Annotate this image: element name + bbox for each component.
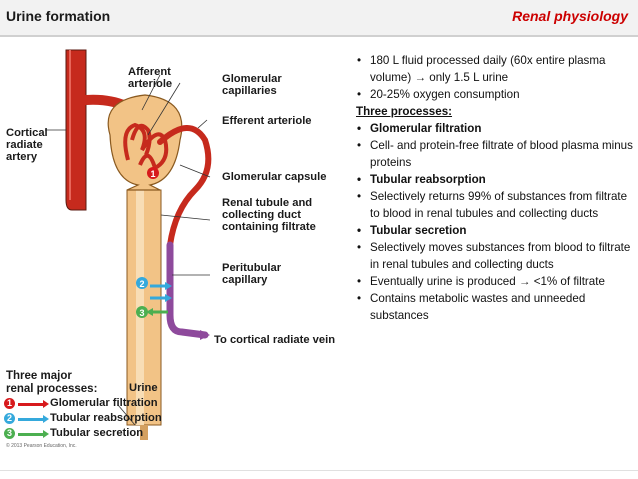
label-cortical-radiate-artery: Cortical radiate artery (6, 127, 48, 163)
legend-label-filtration: Glomerular filtration (50, 397, 158, 409)
legend-badge-2: 2 (4, 413, 15, 424)
bullet-item: Cell- and protein-free filtrate of blood… (356, 137, 634, 171)
legend-arrow-green (18, 430, 49, 438)
label-renal-tubule: Renal tubule and collecting duct contain… (222, 197, 316, 233)
bullet-item-bold: Glomerular filtration (356, 120, 634, 137)
label-urine: Urine (129, 382, 158, 394)
label-to-cortical-radiate-vein: To cortical radiate vein (214, 334, 336, 346)
label-peritubular-capillary: Peritubular capillary (222, 262, 282, 286)
svg-text:1: 1 (150, 169, 155, 179)
nephron-diagram: 1 2 3 Afferent arteriole Glomerular capi… (0, 40, 355, 460)
label-efferent-arteriole: Efferent arteriole (222, 115, 312, 127)
bullet-item: Contains metabolic wastes and unneeded s… (356, 290, 634, 324)
slide-subject: Renal physiology (512, 8, 628, 24)
legend-arrow-blue (18, 415, 49, 423)
bullet-item: 180 L fluid processed daily (60x entire … (356, 52, 634, 86)
bullet-item-bold: Tubular reabsorption (356, 171, 634, 188)
label-glomerular-capillaries: Glomerular capillaries (222, 73, 282, 97)
legend-title: Three major renal processes: (6, 370, 98, 395)
legend-label-reabsorption: Tubular reabsorption (50, 412, 162, 424)
legend-badge-3: 3 (4, 428, 15, 439)
bullet-item: Eventually urine is produced → <1% of fi… (356, 273, 634, 290)
label-glomerular-capsule: Glomerular capsule (222, 171, 327, 183)
bullet-item-bold: Tubular secretion (356, 222, 634, 239)
svg-text:2: 2 (139, 279, 144, 289)
bullet-item: Selectively returns 99% of substances fr… (356, 188, 634, 222)
efferent-arteriole (157, 125, 212, 248)
peritubular-capillary (166, 241, 209, 339)
legend-arrow-red (18, 400, 49, 408)
slide-header: Urine formation Renal physiology (0, 0, 638, 35)
bullet-list: 180 L fluid processed daily (60x entire … (356, 52, 634, 324)
svg-text:3: 3 (139, 308, 144, 318)
glomerulus (123, 122, 169, 171)
footer-divider (0, 470, 638, 471)
copyright-text: © 2013 Pearson Education, Inc. (6, 443, 77, 449)
label-afferent-arteriole: Afferent arteriole (128, 66, 173, 90)
header-divider (0, 35, 638, 37)
bullet-item: Selectively moves substances from blood … (356, 239, 634, 273)
legend-label-secretion: Tubular secretion (50, 427, 144, 439)
legend-badge-1: 1 (4, 398, 15, 409)
bullet-item: 20-25% oxygen consumption (356, 86, 634, 103)
slide-title: Urine formation (6, 8, 111, 24)
section-heading: Three processes: (356, 105, 453, 118)
nephron-illustration: 1 2 3 (45, 49, 212, 440)
